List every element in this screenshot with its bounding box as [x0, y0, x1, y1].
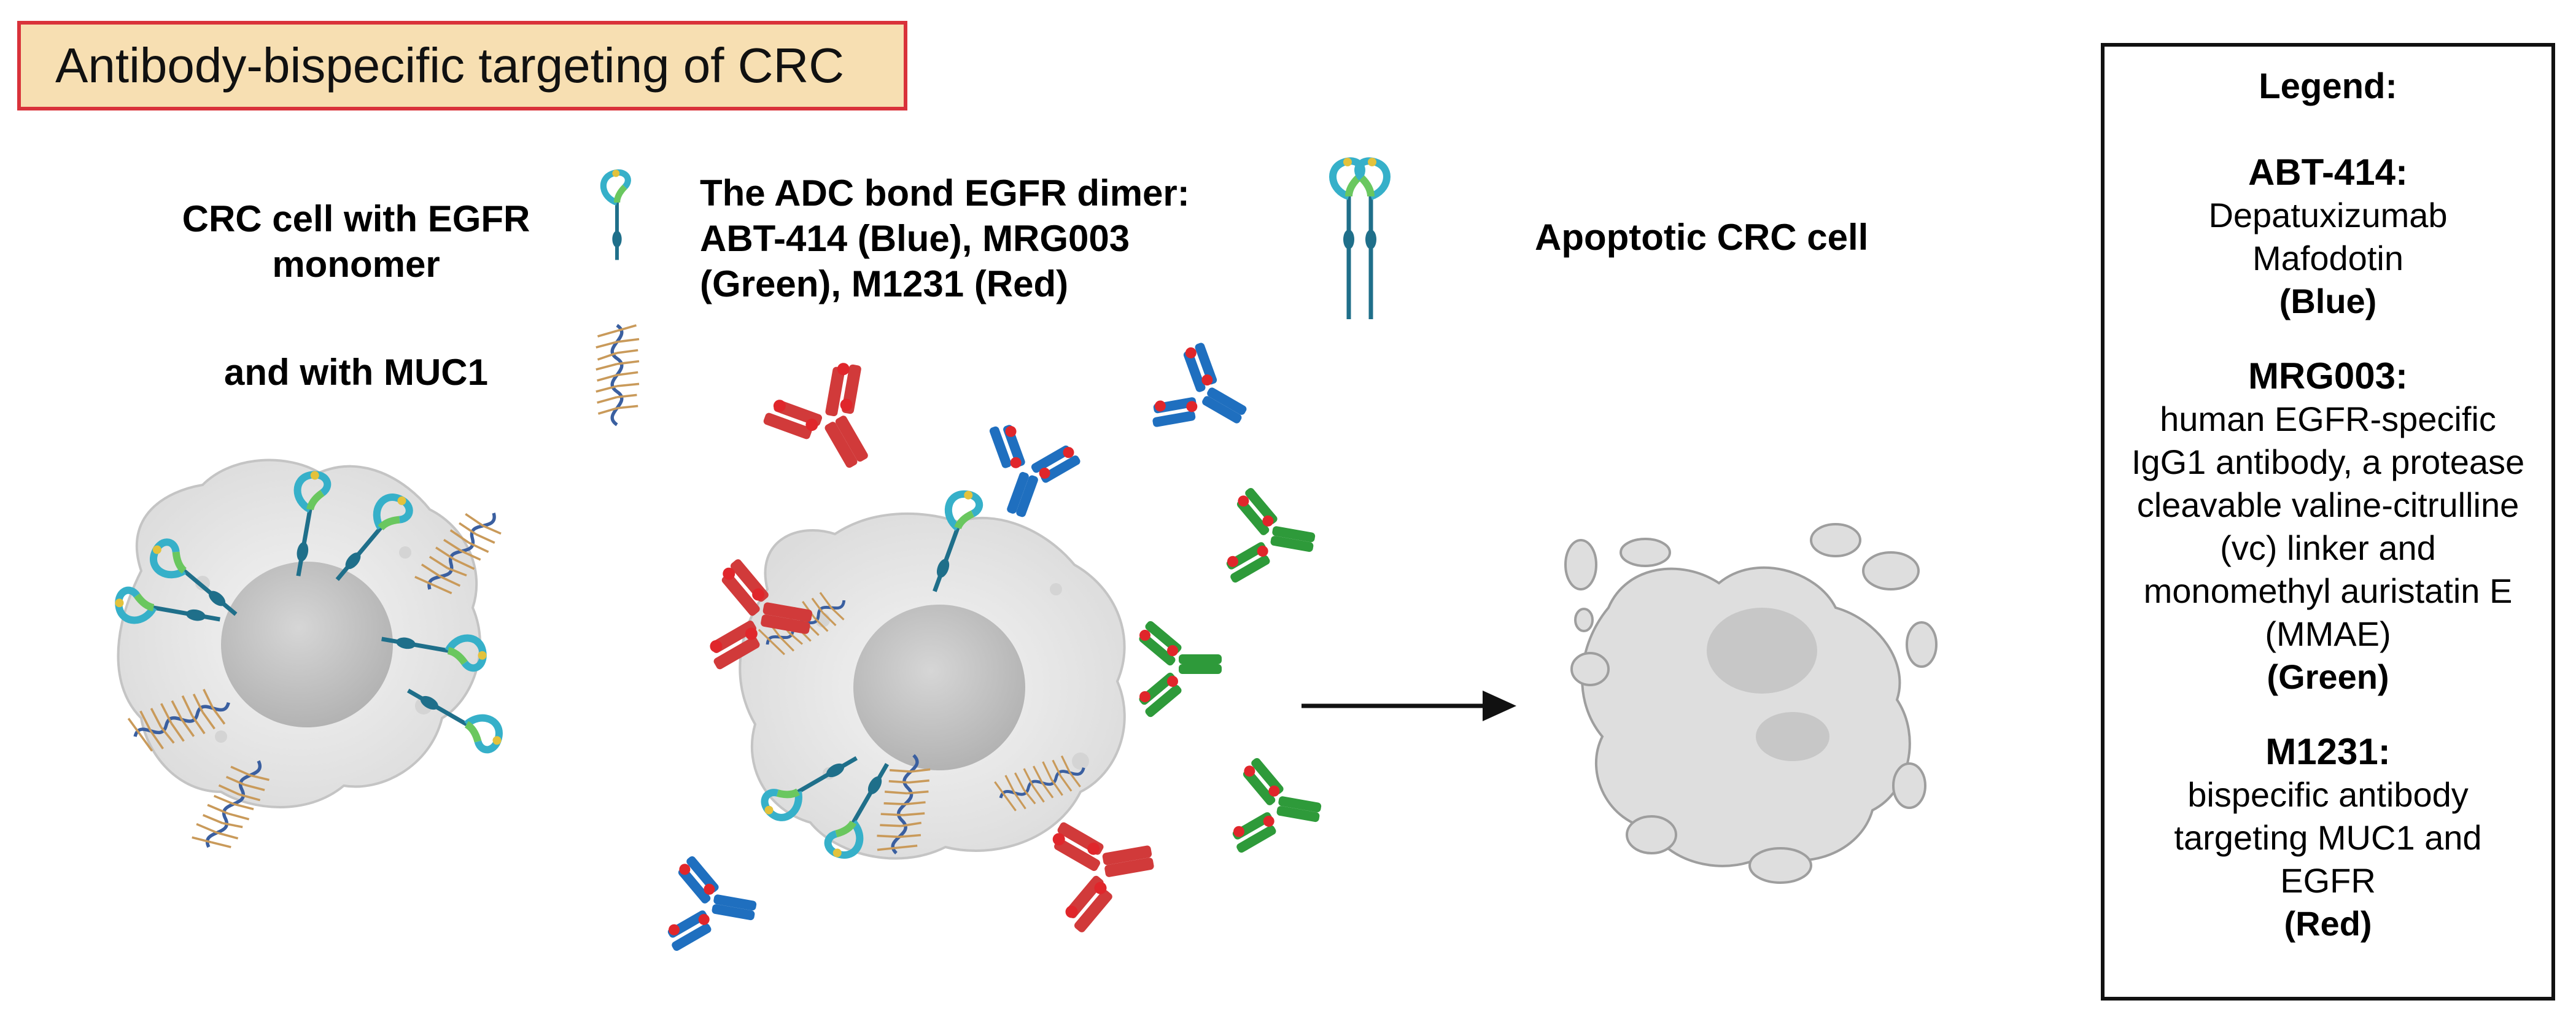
adc-label-line2: ABT-414 (Blue), MRG003 — [700, 218, 1130, 259]
legend-item-m1231: M1231: bispecific antibody targeting MUC… — [2105, 730, 2551, 945]
egfr-monomer-label-line1: CRC cell with EGFR — [182, 198, 530, 239]
crc-cell-middle — [739, 486, 1126, 864]
adc-label: The ADC bond EGFR dimer: ABT-414 (Blue),… — [700, 171, 1228, 307]
legend-item-name: M1231: — [2265, 731, 2391, 772]
legend-item-color: (Blue) — [2279, 282, 2377, 320]
egfr-monomer-icon — [603, 169, 628, 260]
adc-label-line1: The ADC bond EGFR dimer: — [700, 172, 1190, 214]
egfr-monomer-label: CRC cell with EGFR monomer — [141, 196, 571, 287]
legend-item-abt414: ABT-414: Depatuxizumab Mafodotin (Blue) — [2105, 151, 2551, 323]
muc1-icon — [596, 325, 639, 425]
adc-m1231-free-1 — [755, 354, 903, 495]
diagram-art — [0, 0, 1938, 965]
egfr-monomer-label-line2: monomer — [272, 244, 440, 285]
adc-label-line3: (Green), M1231 (Red) — [700, 263, 1069, 304]
diagram-title: Antibody-bispecific targeting of CRC — [55, 38, 845, 93]
legend-box: Legend: ABT-414: Depatuxizumab Mafodotin… — [2101, 43, 2555, 1001]
adc-mrg003-free-2 — [1228, 754, 1328, 867]
legend-item-color: (Green) — [2267, 657, 2389, 696]
legend-item-name: MRG003: — [2248, 355, 2408, 397]
adc-mrg003-free-1 — [1222, 484, 1322, 597]
legend-item-color: (Red) — [2284, 904, 2372, 943]
legend-item-desc: bispecific antibody targeting MUC1 and E… — [2174, 775, 2482, 900]
crc-cell-left — [112, 459, 510, 858]
title-box: Antibody-bispecific targeting of CRC — [17, 21, 907, 110]
legend-item-desc: human EGFR-specific IgG1 antibody, a pro… — [2131, 400, 2525, 653]
adc-abt414-free-1 — [1143, 335, 1265, 463]
legend-item-mrg003: MRG003: human EGFR-specific IgG1 antibod… — [2105, 355, 2551, 699]
legend-item-name: ABT-414: — [2248, 152, 2408, 193]
legend-title: Legend: — [2259, 66, 2397, 106]
adc-abt414-bound — [964, 417, 1086, 530]
adc-mrg003-bound — [1138, 619, 1222, 719]
apoptotic-label: Apoptotic CRC cell — [1535, 217, 1869, 258]
arrow-icon — [1302, 691, 1516, 721]
apoptotic-cell — [1564, 523, 1938, 884]
legend-item-desc: Depatuxizumab Mafodotin — [2208, 196, 2448, 277]
muc1-label: and with MUC1 — [224, 352, 488, 393]
adc-abt414-free-2 — [663, 852, 763, 965]
egfr-dimer-adc-icon — [1333, 158, 1387, 319]
adc-m1231-bound-2 — [1048, 807, 1163, 937]
